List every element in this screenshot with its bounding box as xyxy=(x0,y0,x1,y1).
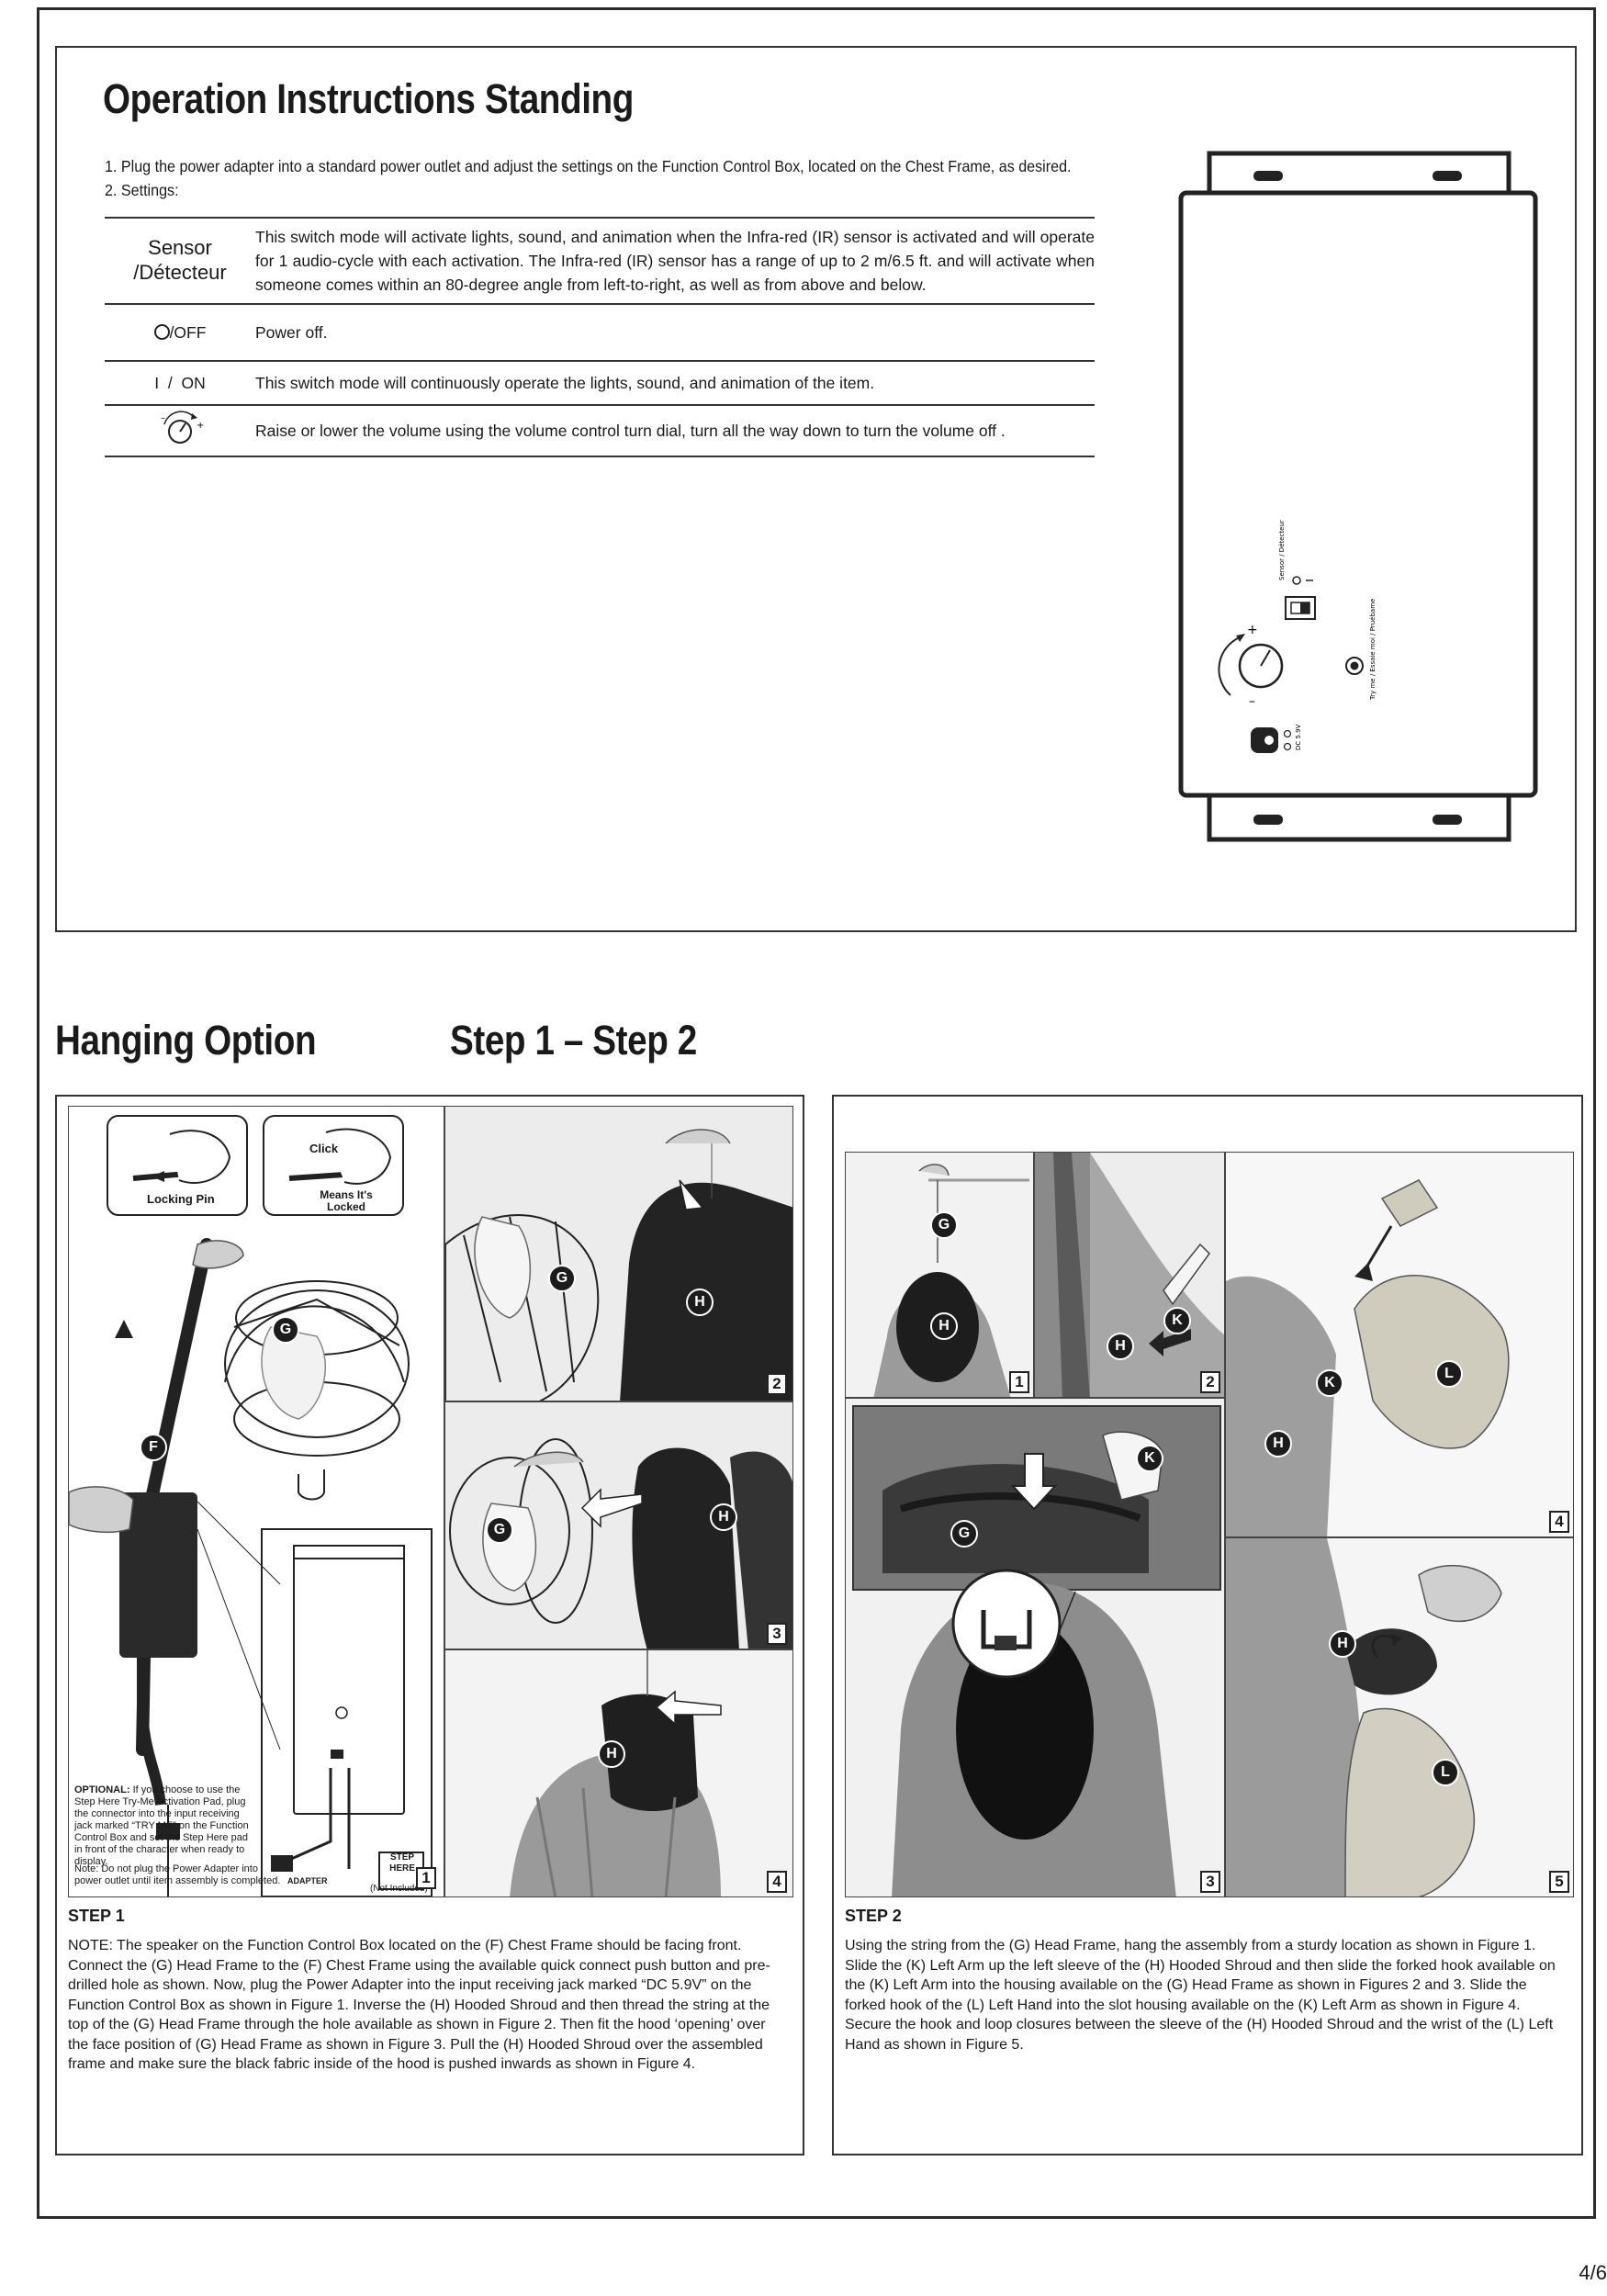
part-g-badge: G xyxy=(272,1316,299,1344)
figure-number-3: 3 xyxy=(1200,1871,1220,1893)
step2-figure-3: K G 3 xyxy=(845,1398,1225,1897)
sensor-switch-label: Sensor / Détecteur xyxy=(1278,520,1286,580)
page-number: 4/6 xyxy=(1579,2261,1607,2284)
part-l-badge: L xyxy=(1435,1360,1463,1388)
sensor-label: Sensor /Détecteur xyxy=(133,236,227,284)
off-circle-icon xyxy=(153,324,170,340)
page-frame xyxy=(37,7,1596,2219)
step2-figure-4: K L H 4 xyxy=(1225,1152,1574,1537)
part-h-badge: H xyxy=(598,1740,625,1768)
part-k-badge: K xyxy=(1136,1445,1163,1472)
step1-figure-2: G H 2 xyxy=(444,1106,793,1401)
step-here-label: STEP HERE xyxy=(389,1852,415,1874)
shroud-thread-illustration xyxy=(445,1107,792,1401)
part-g-badge: G xyxy=(486,1516,513,1544)
part-g-badge: G xyxy=(548,1265,576,1292)
step2-figure-2: K H 2 xyxy=(1034,1152,1225,1398)
means-locked-label: Means It's Locked xyxy=(320,1188,373,1213)
figure-number-1: 1 xyxy=(1009,1371,1029,1393)
wrist-closure-illustration xyxy=(1226,1538,1573,1896)
operation-intro-1: 1. Plug the power adapter into a standar… xyxy=(105,157,1072,175)
dc-jack-label: DC 5.9V xyxy=(1295,724,1302,750)
settings-row-sensor: Sensor /Détecteur This switch mode will … xyxy=(105,217,1095,304)
figure-number-4: 4 xyxy=(767,1871,787,1893)
hang-assembly-illustration xyxy=(846,1153,1033,1397)
figure-number-2: 2 xyxy=(767,1373,787,1395)
step1-figure-3: G H 3 xyxy=(444,1401,793,1649)
part-f-badge: F xyxy=(140,1434,167,1461)
optional-bold: OPTIONAL: xyxy=(74,1784,130,1795)
not-included-label: (Not Included) xyxy=(370,1884,428,1894)
chest-frame-illustration xyxy=(69,1115,433,1896)
power-note: Note: Do not plug the Power Adapter into… xyxy=(74,1863,281,1886)
step1-figure-1: Locking Pin Click Means It's Locked G F … xyxy=(68,1106,444,1897)
control-box-diagram: + – Sensor / Détecteur Try me / Essaie m… xyxy=(1178,151,1538,842)
part-g-badge: G xyxy=(930,1211,958,1239)
part-l-badge: L xyxy=(1432,1759,1459,1786)
off-label: /OFF xyxy=(169,323,207,342)
on-label: I / ON xyxy=(105,360,255,405)
step2-text: Using the string from the (G) Head Frame… xyxy=(845,1938,1556,2053)
part-h-badge: H xyxy=(1329,1630,1356,1658)
adapter-label: ADAPTER xyxy=(287,1876,328,1885)
step1-text: NOTE: The speaker on the Function Contro… xyxy=(68,1938,770,2072)
svg-text:+: + xyxy=(197,421,204,431)
settings-row-on: I / ON This switch mode will continuousl… xyxy=(105,360,1095,405)
steps-title: Step 1 – Step 2 xyxy=(450,1017,697,1064)
sensor-description: This switch mode will activate lights, s… xyxy=(255,217,1095,304)
part-g-badge: G xyxy=(950,1520,978,1548)
operation-section xyxy=(55,46,1577,932)
click-label: Click xyxy=(309,1142,339,1155)
figure-number-4: 4 xyxy=(1549,1511,1569,1533)
forked-hook-illustration xyxy=(846,1399,1224,1896)
on-description: This switch mode will continuously opera… xyxy=(255,360,1095,405)
optional-text: If you choose to use the Step Here Try-M… xyxy=(74,1784,249,1867)
part-h-badge: H xyxy=(1264,1430,1292,1458)
settings-row-off: /OFF Power off. xyxy=(105,303,1095,361)
locking-pin-label: Locking Pin xyxy=(147,1192,215,1206)
left-hand-slide-illustration xyxy=(1226,1153,1573,1536)
figure-number-2: 2 xyxy=(1200,1371,1220,1393)
part-h-badge: H xyxy=(710,1503,737,1531)
operation-title: Operation Instructions Standing xyxy=(103,75,634,122)
volume-description: Raise or lower the volume using the volu… xyxy=(255,404,1095,457)
part-k-badge: K xyxy=(1316,1369,1343,1397)
svg-text:–: – xyxy=(161,413,165,423)
step2-figure-5: H L 5 xyxy=(1225,1537,1574,1897)
figure-number-5: 5 xyxy=(1549,1871,1569,1893)
step2-figure-1: G H 1 xyxy=(845,1152,1034,1398)
part-h-badge: H xyxy=(1107,1333,1134,1360)
try-me-label: Try me / Essaie moi / Pruébame xyxy=(1369,599,1377,701)
step2-heading: STEP 2 xyxy=(845,1907,902,1925)
off-description: Power off. xyxy=(255,303,1095,361)
step1-heading: STEP 1 xyxy=(68,1907,125,1925)
volume-dial-icon: – + xyxy=(161,410,204,444)
hanging-title: Hanging Option xyxy=(55,1017,317,1064)
shroud-pulled-illustration xyxy=(445,1650,792,1896)
left-arm-slide-illustration xyxy=(1035,1153,1224,1397)
part-h-badge: H xyxy=(930,1312,958,1340)
figure-number-1: 1 xyxy=(416,1867,436,1889)
part-k-badge: K xyxy=(1163,1307,1191,1334)
part-h-badge: H xyxy=(686,1289,714,1316)
svg-text:–: – xyxy=(1249,694,1255,709)
figure-number-3: 3 xyxy=(767,1623,787,1645)
settings-row-volume: – + Raise or lower the volume using the … xyxy=(105,404,1095,457)
optional-note: OPTIONAL: If you choose to use the Step … xyxy=(74,1784,258,1868)
step1-figure-4: H 4 xyxy=(444,1649,793,1897)
operation-intro-2: 2. Settings: xyxy=(105,181,179,199)
settings-table: Sensor /Détecteur This switch mode will … xyxy=(105,217,1095,457)
svg-text:+: + xyxy=(1247,623,1258,637)
